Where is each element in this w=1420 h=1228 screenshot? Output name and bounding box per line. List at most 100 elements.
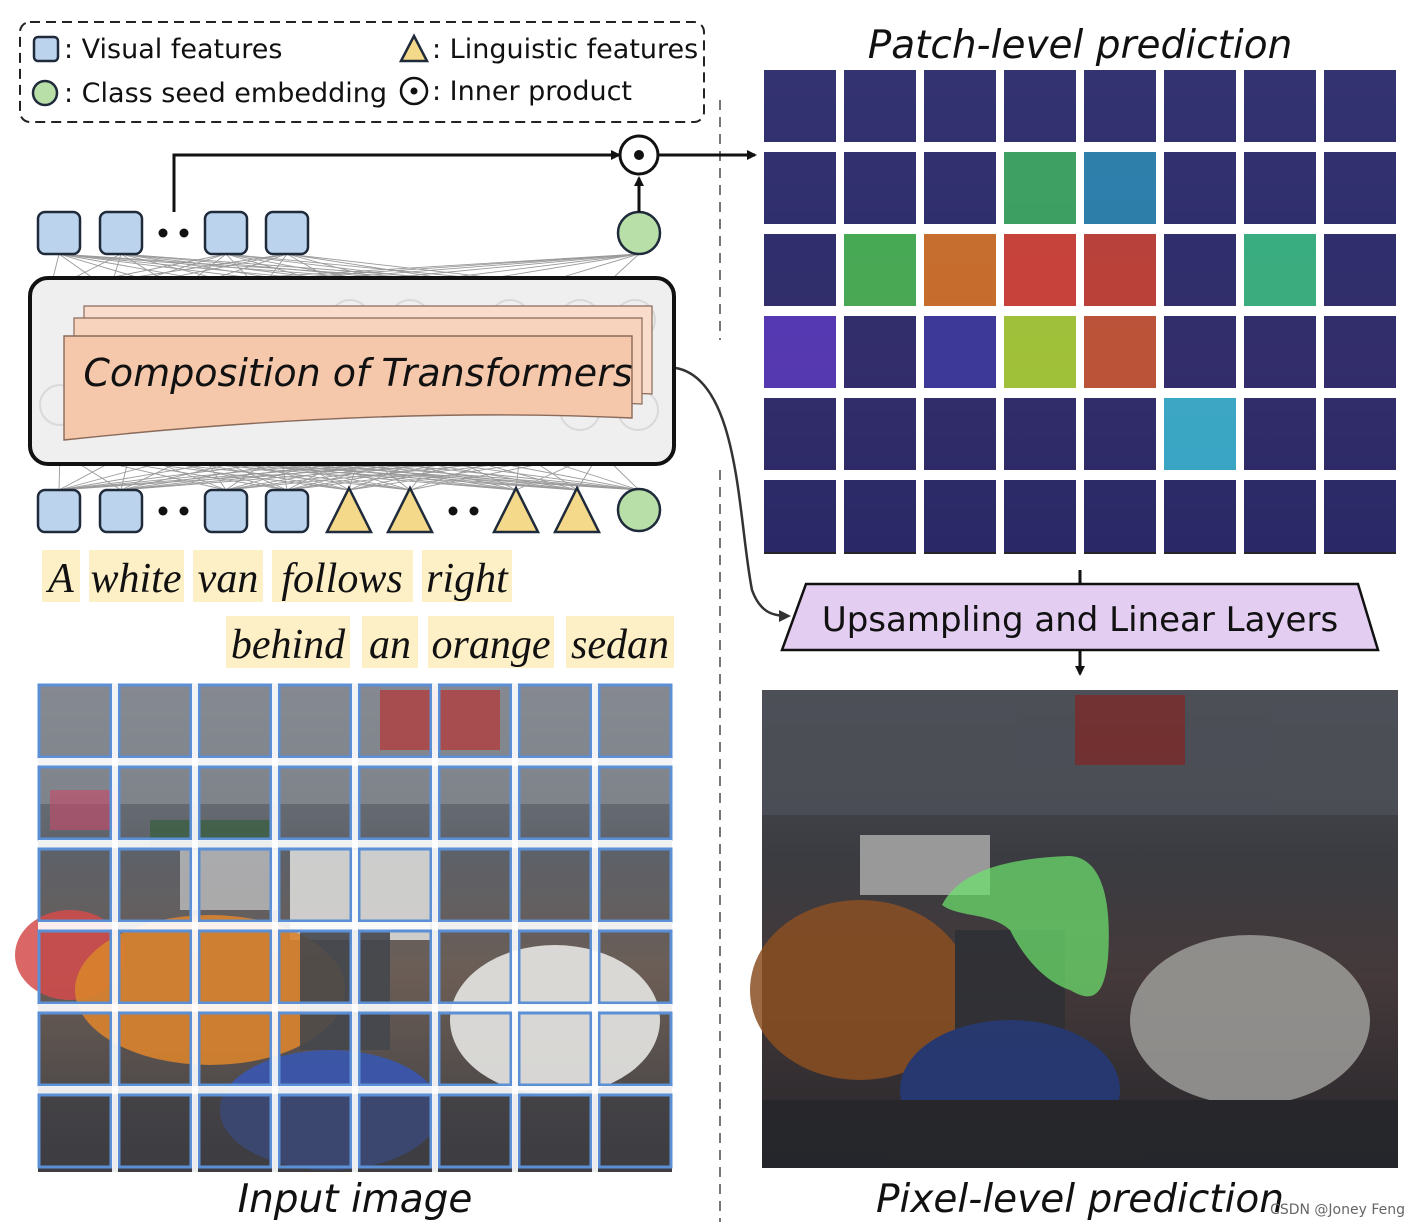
inner-product-node-dot [634, 150, 644, 160]
heatmap-patch [1004, 398, 1076, 470]
heatmap-patch [1084, 152, 1156, 224]
legend-visual-label: : Visual features [64, 34, 282, 65]
pixel-photo-content [750, 690, 1398, 1168]
word-9: sedan [571, 622, 669, 668]
heatmap-patch [1164, 480, 1236, 552]
word-highlight [89, 550, 184, 602]
input-visual-token [203, 488, 249, 534]
patch-gutter [432, 684, 438, 1172]
input-patch [437, 929, 513, 1005]
input-tokens [36, 485, 662, 534]
input-patch [197, 1011, 273, 1087]
transformer-to-upsample-arrow [675, 366, 791, 622]
heatmap-patch [1324, 398, 1396, 470]
input-patch [37, 847, 113, 923]
patch-gutter [512, 684, 518, 1172]
heatmap-patch [844, 480, 916, 552]
heatmap-patch [924, 480, 996, 552]
input-patch [437, 683, 513, 759]
heatmap-patch [1084, 398, 1156, 470]
heatmap-patch [1004, 480, 1076, 552]
heatmap-patch [1164, 398, 1236, 470]
heatmap-patch [844, 234, 916, 306]
heatmap-patch [764, 152, 836, 224]
input-linguistic-token [552, 485, 602, 534]
heatmap-patch [764, 70, 836, 142]
input-patch [117, 929, 193, 1005]
legend-seed-label: : Class seed embedding [64, 78, 387, 109]
input-patch [437, 1011, 513, 1087]
input-patch [597, 929, 673, 1005]
heatmap-patch [1244, 234, 1316, 306]
heatmap-patch [1244, 398, 1316, 470]
word-highlight [422, 550, 512, 602]
input-patch [357, 765, 433, 841]
heatmap-patch [1244, 70, 1316, 142]
output-tokens [36, 210, 662, 256]
inner-product-dot [410, 87, 418, 95]
input-patch [597, 1011, 673, 1087]
input-patch [277, 765, 353, 841]
heatmap-patch [1084, 234, 1156, 306]
input-patch [597, 1093, 673, 1169]
patch-gutter [192, 684, 198, 1172]
word-highlight [42, 550, 80, 602]
patch-gutter [1156, 70, 1164, 554]
pixel-caption: Pixel-level prediction [876, 1177, 1284, 1222]
patch-gutter [592, 684, 598, 1172]
patch-gutter [272, 684, 278, 1172]
patch-prediction: Patch-level prediction [764, 23, 1396, 554]
heatmap-patch [1164, 316, 1236, 388]
input-patch [277, 929, 353, 1005]
legend-linguistic-label: : Linguistic features [432, 34, 698, 65]
input-patch [277, 847, 353, 923]
input-visual-token [36, 488, 82, 534]
output-visual-token [264, 210, 310, 256]
input-patch [357, 1093, 433, 1169]
heatmap-patch [1244, 316, 1316, 388]
pixel-prediction: Pixel-level prediction CSDN @Joney Feng [750, 690, 1405, 1222]
heatmap-patch [844, 70, 916, 142]
output-visual-token [36, 210, 82, 256]
input-patch [277, 1093, 353, 1169]
word-8: orange [432, 622, 551, 668]
input-patch [277, 683, 353, 759]
patch-gutter [1236, 70, 1244, 554]
heatmap-patch [1244, 152, 1316, 224]
input-patch [437, 1093, 513, 1169]
input-visual-token [264, 488, 310, 534]
input-patch [517, 1011, 593, 1087]
word-highlight [428, 616, 554, 668]
input-linguistic-token [324, 485, 374, 534]
linguistic-feature-icon [398, 33, 430, 63]
input-patch [517, 929, 593, 1005]
word-2: white [91, 556, 182, 602]
ellipsis-dot [448, 506, 458, 516]
heatmap-patch [1164, 234, 1236, 306]
legend-inner-label: : Inner product [432, 76, 632, 107]
transformer-label: Composition of Transformers [83, 351, 632, 395]
heatmap-patch [1084, 480, 1156, 552]
input-patch [277, 1011, 353, 1087]
sentence: A white van follows right behind an oran… [42, 550, 674, 668]
patch-gutter [836, 70, 844, 554]
input-patch [37, 929, 113, 1005]
word-1: A [45, 556, 74, 602]
input-patch [37, 1093, 113, 1169]
word-6: behind [231, 622, 346, 668]
patch-gutter [112, 684, 118, 1172]
input-patch [517, 683, 593, 759]
input-patch [357, 847, 433, 923]
heatmap-patch [1324, 480, 1396, 552]
heatmap-patch [1004, 152, 1076, 224]
ellipsis-dot [158, 506, 168, 516]
heatmap-patch [844, 152, 916, 224]
heatmap-patch [1164, 70, 1236, 142]
transformer-layer-1 [63, 335, 633, 441]
heatmap-patch [924, 234, 996, 306]
upsample-label: Upsampling and Linear Layers [822, 600, 1338, 640]
heatmap-patch [1324, 234, 1396, 306]
watermark: CSDN @Joney Feng [1270, 1202, 1405, 1218]
input-patch [37, 683, 113, 759]
